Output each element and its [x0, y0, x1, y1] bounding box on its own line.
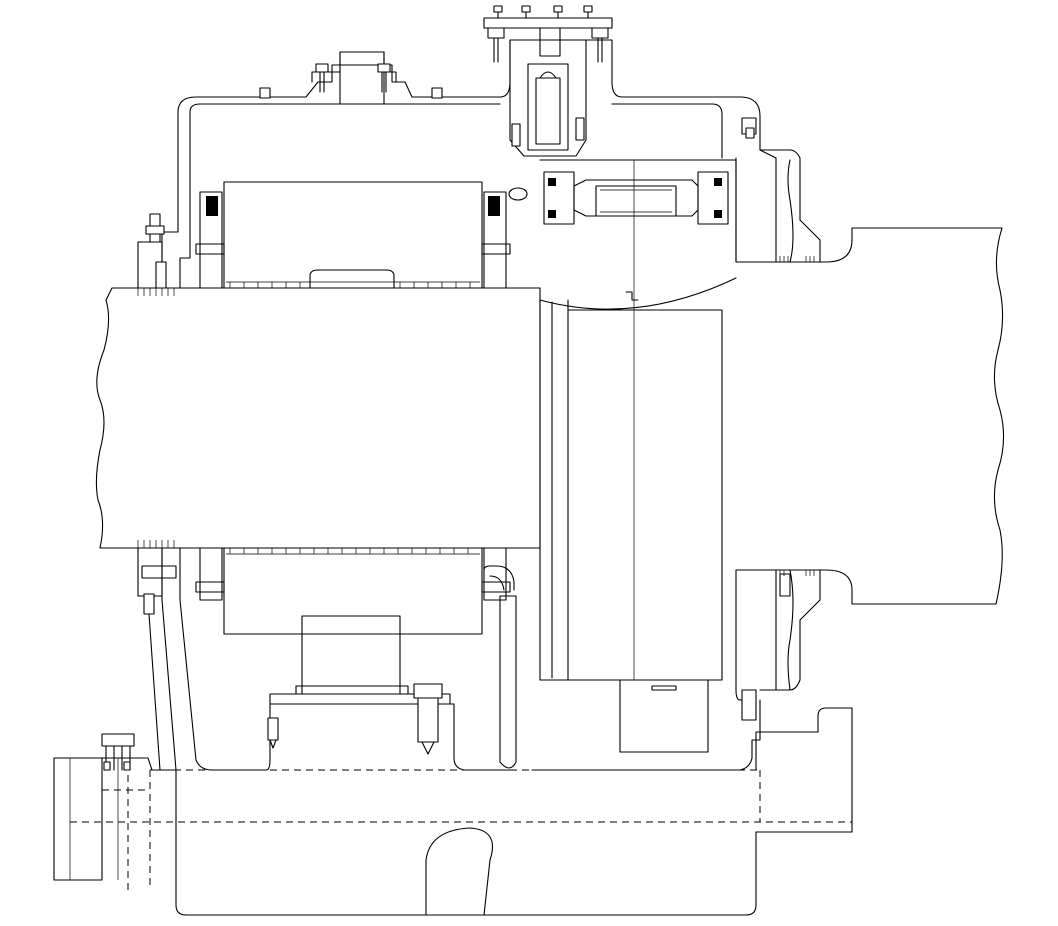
gear-teeth-lower [229, 548, 469, 554]
left-seal-cap [137, 213, 177, 615]
roller-bearing [543, 171, 729, 225]
gear-teeth-upper [229, 282, 471, 288]
oil-pipe [483, 565, 517, 769]
drain-block [101, 733, 135, 771]
gear-housing [147, 39, 777, 771]
output-hub [735, 227, 1005, 605]
inspection-cover [259, 51, 443, 105]
gear-coupling [195, 181, 511, 755]
gear-wheel [508, 159, 737, 753]
right-cover [741, 117, 821, 721]
input-shaft [95, 287, 541, 549]
breather-assembly [483, 5, 613, 157]
